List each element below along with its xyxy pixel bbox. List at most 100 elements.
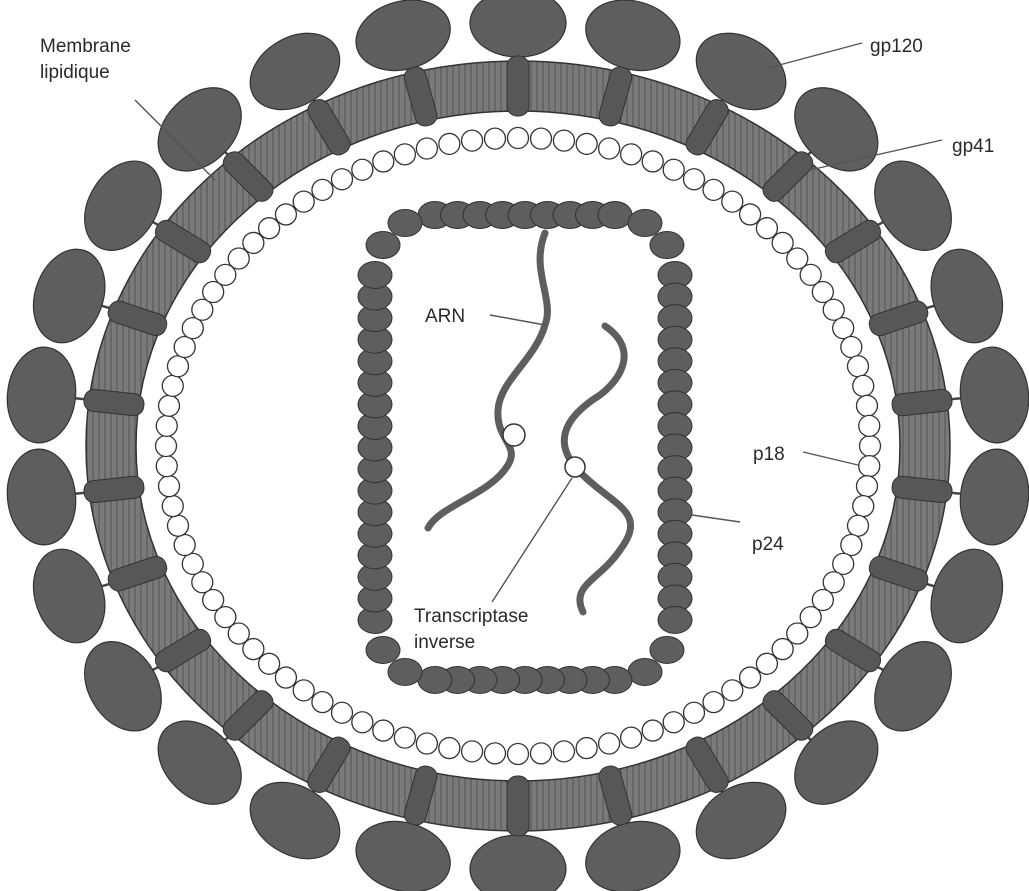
p18-bead [182,553,203,574]
p24-bead [358,262,392,289]
p24-bead [650,232,684,259]
gp120-knob [22,540,117,653]
p18-bead [756,218,777,239]
p18-bead [756,653,777,674]
p18-bead [833,318,854,339]
gp120-knob [3,344,81,447]
p18-bead [856,476,877,497]
p18-bead [853,375,874,396]
p24-leader [692,515,740,522]
p18-bead [484,128,505,149]
p18-bead [416,733,437,754]
p18-bead [642,720,663,741]
p18-bead [275,204,296,225]
p18-bead [859,456,880,477]
gp120-knob [3,446,81,549]
p18-bead [243,232,264,253]
p18-bead [259,653,280,674]
p18-bead [576,133,597,154]
p18-bead [312,179,333,200]
p18-bead [332,702,353,723]
p24-bead [650,637,684,664]
p18-bead [553,130,574,151]
p24-bead [388,210,422,237]
p18-bead [853,496,874,517]
p18-bead [332,169,353,190]
p18-bead [740,667,761,688]
p18-bead [192,572,213,593]
gp120-knob [22,240,117,353]
p18-bead [841,336,862,357]
p24-bead [628,658,662,685]
p18-bead [642,151,663,172]
p18-bead [484,743,505,764]
p18-bead [439,133,460,154]
p18-bead [462,741,483,762]
label-arn: ARN [425,306,465,327]
p18-bead [599,138,620,159]
p24-bead [366,232,400,259]
p18-bead [772,639,793,660]
p18-bead [576,738,597,759]
p18-bead [531,743,552,764]
p18-bead [162,496,183,517]
p18-bead [373,151,394,172]
p18-bead [182,318,203,339]
gp41-block [507,56,529,116]
p18-bead [156,456,177,477]
p24-bead [418,667,452,694]
p18-bead [823,299,844,320]
p18-bead [599,733,620,754]
label-membrane-line1: Membrane [40,36,131,57]
p18-bead [293,191,314,212]
p18-bead [684,702,705,723]
gp120-knob [470,835,566,891]
p18-bead [373,720,394,741]
p18-bead [859,415,880,436]
p18-bead [293,680,314,701]
p18-bead [162,375,183,396]
gp120-knob [919,540,1014,653]
p18-bead [703,179,724,200]
label-transcriptase-line1: Transcriptase [414,606,528,627]
p18-bead [394,144,415,165]
p18-bead [352,159,373,180]
p18-bead [848,356,869,377]
p18-bead [663,712,684,733]
p24-bead [388,658,422,685]
p18-bead [833,553,854,574]
p24-bead [598,202,632,229]
label-gp120: gp120 [870,36,923,57]
p18-bead [621,144,642,165]
p18-bead [394,727,415,748]
p18-bead [848,515,869,536]
p18-bead [703,692,724,713]
p18-bead [439,738,460,759]
p18-bead [508,744,529,765]
p18-bead [508,128,529,149]
p18-bead [156,415,177,436]
gp120-knob [956,344,1029,447]
gp120-knob [470,0,566,57]
p18-bead [841,535,862,556]
p18-bead [259,218,280,239]
label-gp41: gp41 [952,136,994,157]
p18-bead [312,692,333,713]
label-p18: p18 [753,444,785,465]
p24-bead [628,210,662,237]
p18-bead [684,169,705,190]
p18-bead [462,130,483,151]
p18-leader [803,452,858,465]
p18-bead [352,712,373,733]
gp120-knob [919,240,1014,353]
p18-bead [621,727,642,748]
p18-bead [159,476,180,497]
p18-bead [722,191,743,212]
label-transcriptase-line2: inverse [414,632,475,653]
reverse-transcriptase-1 [503,424,525,446]
p18-bead [663,159,684,180]
label-p24: p24 [752,534,784,555]
rna-strand-1 [428,233,547,528]
label-membrane-line2: lipidique [40,62,110,83]
